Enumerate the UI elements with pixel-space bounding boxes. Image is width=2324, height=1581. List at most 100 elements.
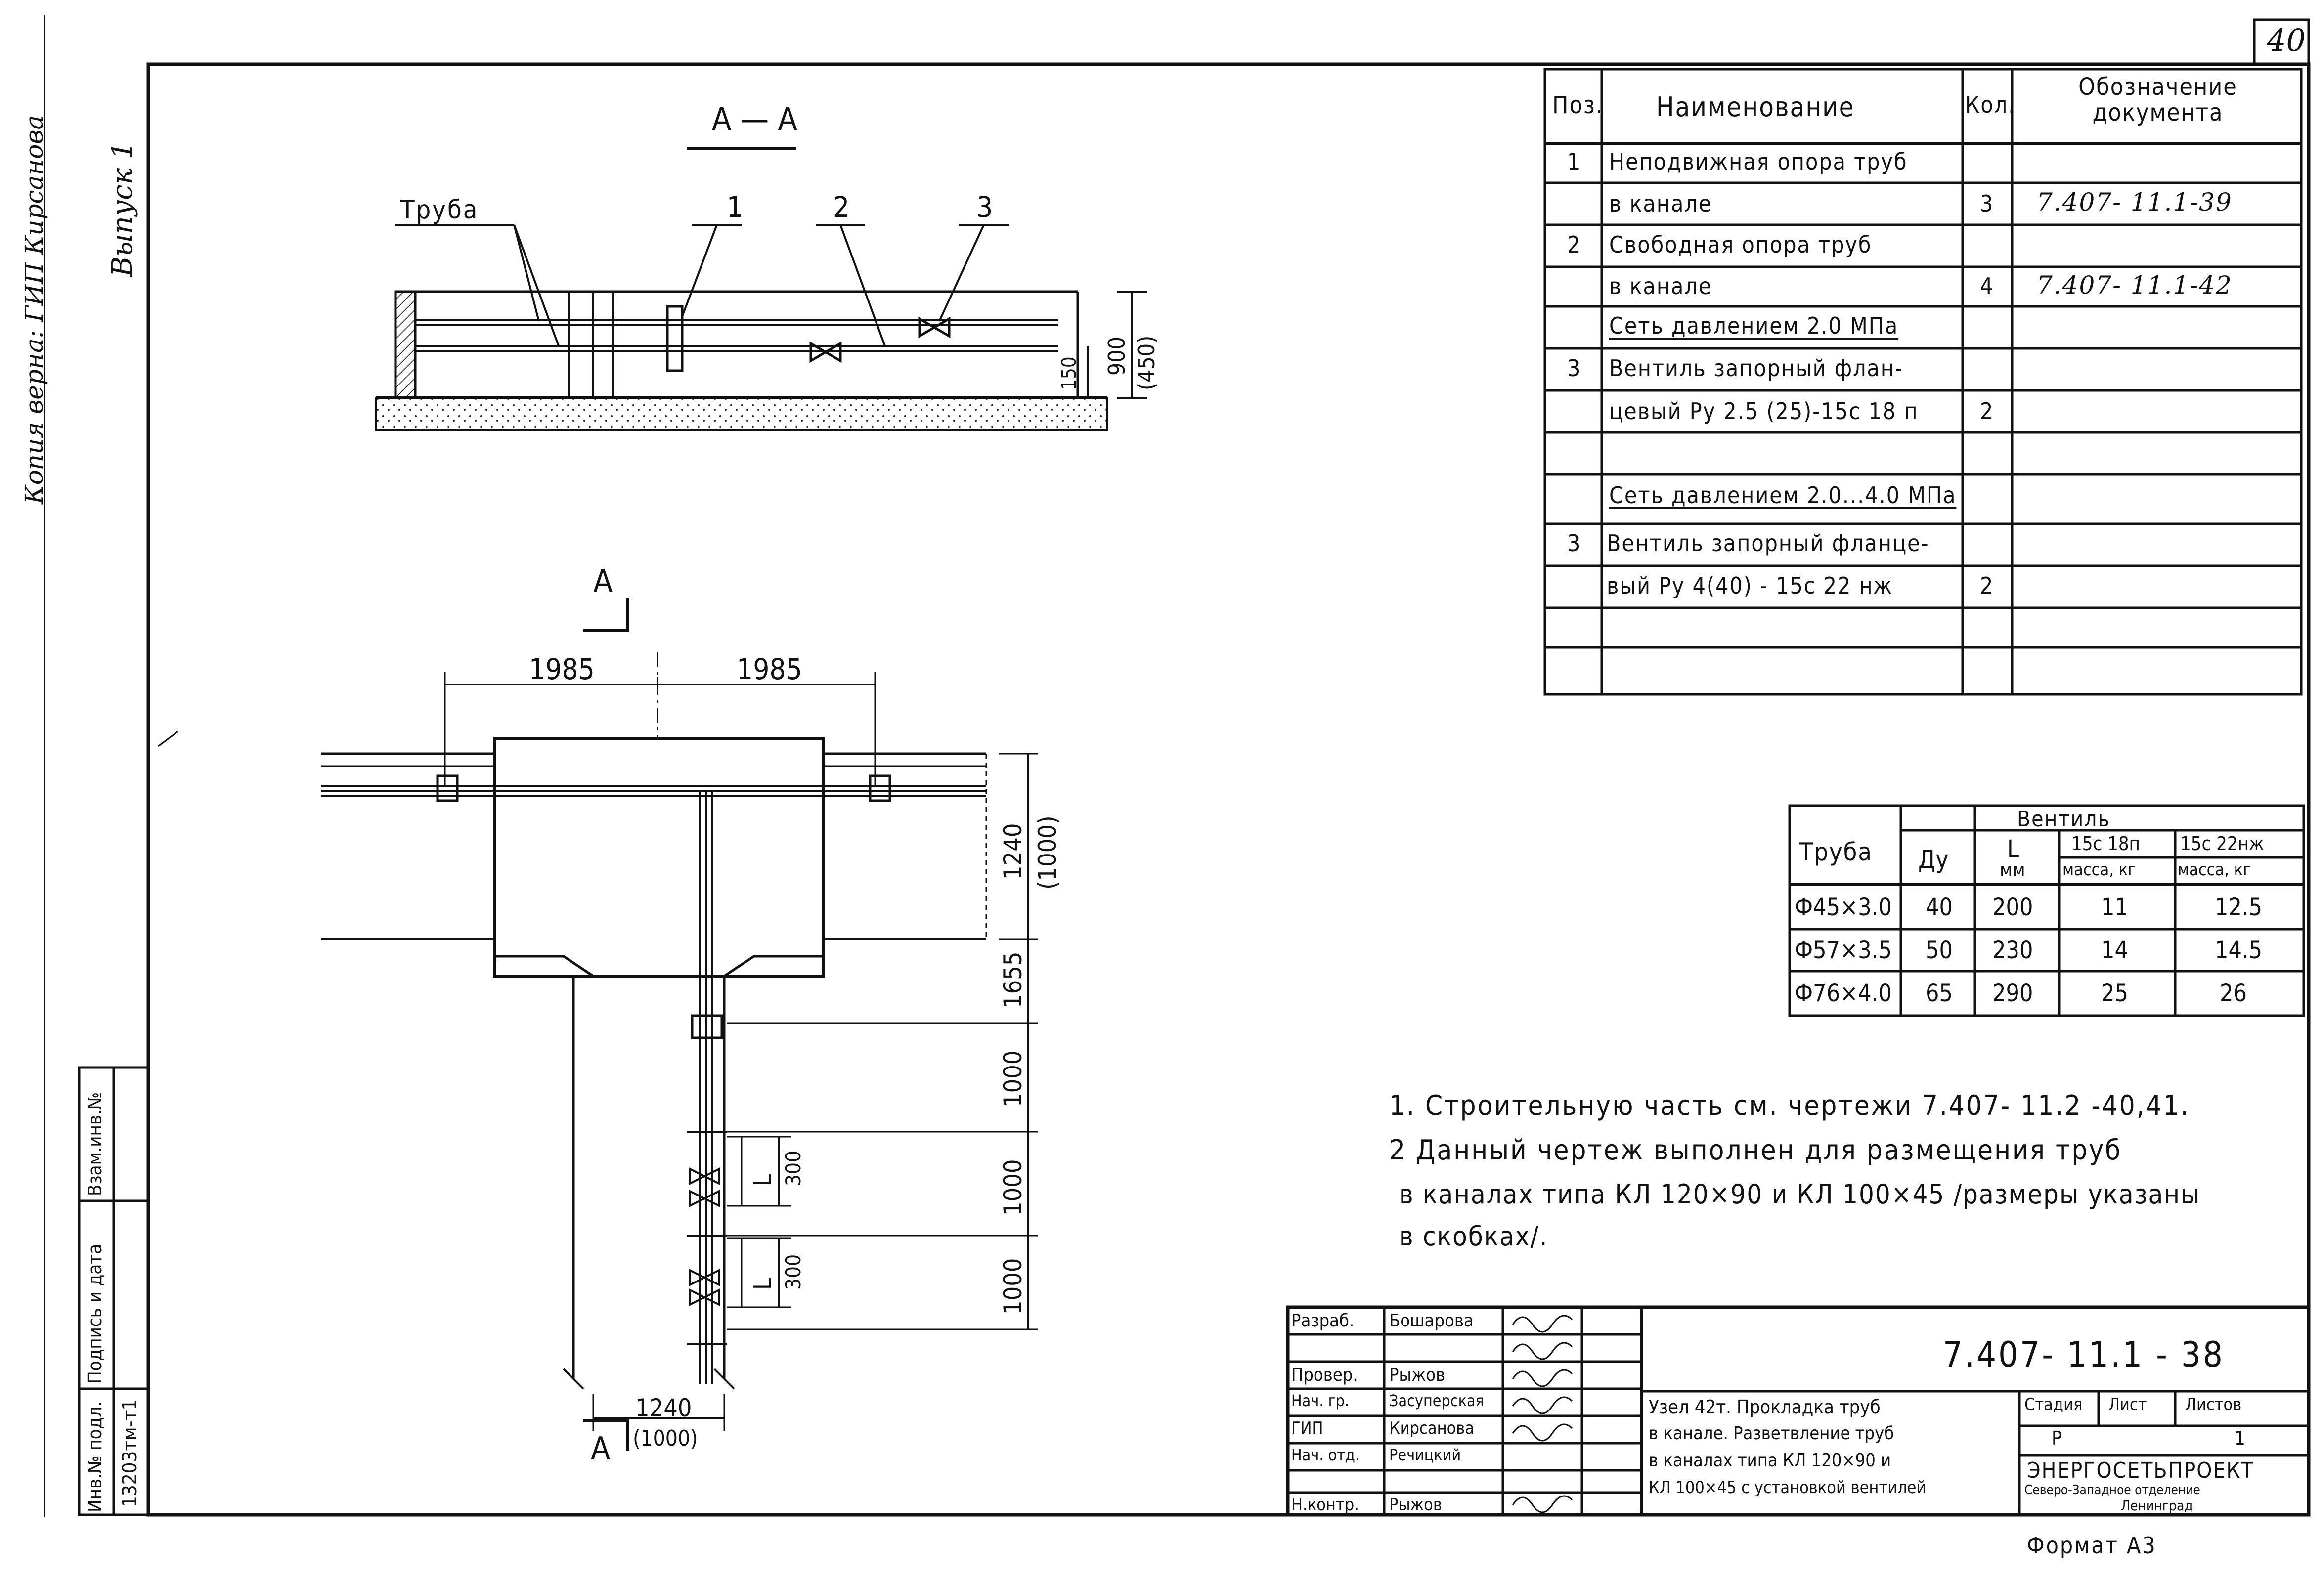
sheet-number: 40	[2267, 22, 2306, 58]
copy-note: Копия верна: ГИП Кирсанова	[20, 115, 48, 504]
valve-row-m2: 14.5	[2215, 937, 2263, 964]
issue-note: Выпуск 1	[106, 141, 138, 277]
dim-300-b: 300	[781, 1254, 805, 1290]
role-label: Нач. гр.	[1291, 1391, 1350, 1410]
valve-row-m2: 12.5	[2215, 894, 2263, 921]
spec-row-name: в канале	[1609, 273, 1712, 299]
valve-table-title: Вентиль	[2017, 807, 2110, 832]
dim-1000-a: 1000	[999, 1050, 1027, 1107]
role-label: ГИП	[1291, 1418, 1323, 1438]
description-line: Узел 42т. Прокладка труб	[1649, 1396, 1881, 1418]
spec-row-name: Сеть давлением 2.0 МПа	[1609, 312, 1899, 339]
stage-label: Стадия	[2024, 1395, 2083, 1414]
dim-1240: 1240	[999, 823, 1027, 880]
dim-450: (450)	[1133, 335, 1160, 390]
stamp-inv-value: 13203тм-т1	[119, 1399, 141, 1507]
spec-row-name: вый Ру 4(40) - 15с 22 нж	[1607, 572, 1893, 599]
left-stamp-grid	[78, 1066, 150, 1516]
valve-row-du: 50	[1926, 937, 1953, 964]
col-pipe: Труба	[1799, 838, 1873, 866]
plan-view	[321, 598, 1038, 1451]
sheet-number-box	[2253, 18, 2310, 66]
spec-row-qty: 2	[1980, 572, 1994, 599]
callout-1: 1	[727, 190, 744, 224]
dim-1000-alt: (1000)	[1033, 815, 1062, 890]
spec-row-name: Вентиль запорный флан-	[1609, 355, 1903, 382]
spec-row-name: в канале	[1609, 190, 1712, 217]
section-mark-top: А	[593, 563, 613, 600]
spec-header-name: Наименование	[1656, 91, 1855, 123]
doc-number: 7.407- 11.1 - 38	[1943, 1334, 2225, 1375]
valve-row-m2: 26	[2220, 980, 2247, 1007]
col-du: Ду	[1918, 845, 1949, 874]
spec-row-name: Свободная опора труб	[1609, 231, 1872, 258]
org-subtitle: Северо-Западное отделение	[2024, 1483, 2200, 1497]
signatures	[158, 730, 1573, 1513]
dim-300-a: 300	[781, 1150, 805, 1186]
spec-row-qty: 2	[1980, 398, 1994, 425]
person-name: Бошарова	[1389, 1311, 1474, 1331]
stamp-replace-label: Взам.инв.№	[84, 1092, 106, 1196]
role-label: Н.контр.	[1291, 1495, 1359, 1515]
section-mark-bottom: А	[591, 1431, 611, 1467]
spec-row-name: Сеть давлением 2.0...4.0 МПа	[1609, 482, 1957, 509]
stamp-inv-label: Инв.№ подл.	[84, 1401, 106, 1512]
person-name: Рыжов	[1389, 1365, 1446, 1385]
description-line: в канале. Разветвление труб	[1649, 1423, 1894, 1444]
section-title: А — А	[712, 101, 797, 138]
org-name: ЭНЕРГОСЕТЬПРОЕКТ	[2027, 1458, 2254, 1483]
dim-900: 900	[1103, 337, 1130, 376]
valve-row-l: 200	[1992, 894, 2033, 921]
col-15s18p: 15с 18п	[2071, 833, 2140, 855]
sheets-value: 1	[2235, 1427, 2245, 1449]
note-line: в скобках/.	[1399, 1221, 1548, 1252]
spec-row-doc: 7.407- 11.1-39	[2037, 188, 2233, 216]
role-label: Провер.	[1291, 1365, 1358, 1385]
col-mass-2: масса, кг	[2178, 860, 2251, 880]
spec-row-name: цевый Ру 2.5 (25)-15с 18 п	[1609, 398, 1919, 425]
spec-row-pos: 1	[1567, 148, 1581, 175]
valve-row-pipe: Ф76×4.0	[1795, 980, 1892, 1007]
valve-row-l: 230	[1992, 937, 2033, 964]
section-a-a	[375, 147, 1147, 431]
sheet-label: Лист	[2108, 1395, 2147, 1414]
dim-L-a: L	[749, 1174, 777, 1186]
valve-row-m1: 11	[2101, 894, 2128, 921]
title-block-grid	[1286, 1305, 2311, 1517]
spec-table-grid	[1543, 68, 2303, 696]
dim-1985-right: 1985	[737, 652, 802, 686]
valve-row-m1: 25	[2101, 980, 2128, 1007]
valve-row-du: 40	[1926, 894, 1953, 921]
callout-pipe: Труба	[400, 195, 479, 225]
dim-L-b: L	[749, 1278, 777, 1290]
col-15s22nzh: 15с 22нж	[2180, 833, 2264, 855]
description-line: КЛ 100×45 с установкой вентилей	[1649, 1478, 1927, 1497]
dim-1985-left: 1985	[529, 652, 595, 686]
dim-bottom-1240: 1240	[635, 1394, 692, 1422]
person-name: Кирсанова	[1389, 1418, 1475, 1438]
spec-row-pos: 3	[1567, 355, 1581, 382]
stage-value: Р	[2052, 1427, 2062, 1449]
dim-150: 150	[1058, 356, 1081, 390]
person-name: Засуперская	[1389, 1391, 1484, 1410]
spec-row-name: Вентиль запорный фланце-	[1607, 530, 1929, 556]
dim-1000-b: 1000	[999, 1159, 1027, 1216]
callout-2: 2	[833, 190, 850, 224]
sheets-label: Листов	[2185, 1395, 2242, 1414]
spec-row-pos: 2	[1567, 231, 1581, 258]
sheet-frame	[146, 62, 2311, 1517]
dim-1655: 1655	[999, 951, 1027, 1008]
valve-row-pipe: Ф57×3.5	[1795, 937, 1892, 964]
person-name: Речицкий	[1389, 1446, 1461, 1464]
note-line: 2 Данный чертеж выполнен для размещения …	[1389, 1134, 2122, 1166]
description-line: в каналах типа КЛ 120×90 и	[1649, 1451, 1891, 1471]
col-l: L	[2007, 835, 2019, 863]
role-label: Нач. отд.	[1291, 1446, 1360, 1464]
dim-bottom-1000: (1000)	[633, 1426, 698, 1451]
valve-row-du: 65	[1926, 980, 1953, 1007]
spec-row-name: Неподвижная опора труб	[1609, 148, 1908, 175]
spec-row-doc: 7.407- 11.1-42	[2037, 271, 2233, 299]
note-line: в каналах типа КЛ 120×90 и КЛ 100×45 /ра…	[1399, 1179, 2201, 1210]
spec-row-qty: 3	[1980, 190, 1994, 217]
